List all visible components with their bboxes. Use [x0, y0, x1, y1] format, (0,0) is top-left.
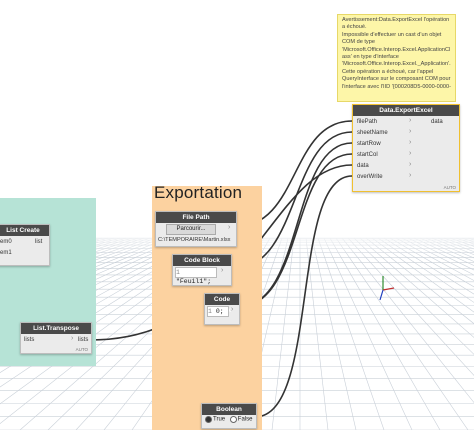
chevron-right-icon: › — [71, 335, 74, 342]
input-port-startrow[interactable]: startRow — [357, 141, 381, 147]
warning-line: a échoué. — [342, 24, 367, 31]
code-text: 0; — [215, 308, 224, 315]
input-port-filepath[interactable]: filePath — [357, 119, 378, 125]
chevron-right-icon: › — [409, 161, 412, 168]
warning-line: QueryInterface sur le composant COM pour — [342, 76, 451, 83]
chevron-right-icon: › — [248, 416, 251, 423]
output-port-data[interactable]: data — [431, 119, 443, 125]
chevron-right-icon: › — [409, 128, 412, 135]
warning-line: ass' en type d'interface — [342, 54, 399, 61]
radio-false[interactable] — [229, 416, 237, 423]
node-title: File Path — [156, 212, 236, 223]
node-title: Boolean — [202, 404, 256, 415]
axis-gizmo — [379, 276, 395, 301]
chevron-right-icon: › — [228, 224, 231, 231]
radio-label-true: True — [213, 416, 226, 423]
node-title: Data.ExportExcel — [353, 105, 459, 116]
chevron-right-icon: › — [409, 172, 412, 179]
node-export-excel[interactable]: Data.ExportExcel filePath › sheetName › … — [352, 104, 460, 192]
chevron-right-icon: › — [221, 267, 224, 274]
chevron-right-icon: › — [409, 139, 412, 146]
warning-line: 'Microsoft.Office.Interop.Excel.Applicat… — [342, 46, 451, 53]
line-number: 1 — [208, 308, 212, 315]
code-editor[interactable]: 1 "Feuil1"; — [175, 267, 217, 285]
warning-bubble[interactable]: Avertissement:Data.ExportExcel l'opérati… — [337, 14, 456, 102]
radio-true[interactable] — [205, 416, 212, 423]
warning-line: COM de type — [342, 39, 375, 46]
output-port-lists[interactable]: lists — [78, 337, 89, 343]
node-boolean[interactable]: Boolean True False › — [201, 403, 257, 429]
code-text: "Feuil1"; — [176, 278, 212, 285]
input-port-lists[interactable]: lists — [24, 337, 35, 343]
input-port-overwrite[interactable]: overWrite — [357, 174, 383, 180]
warning-line: Impossible d'effectuer un cast d'un obje… — [342, 31, 442, 38]
lacing-label: AUTO — [443, 185, 456, 190]
output-port-list[interactable]: list — [35, 239, 43, 245]
input-port-item0[interactable]: item0 — [0, 239, 12, 245]
code-editor[interactable]: 1 0; — [207, 306, 229, 317]
warning-line: Cette opération a échoué, car l'appel — [342, 68, 434, 75]
warning-line: 'Microsoft.Office.Interop.Excel._Applica… — [342, 61, 451, 68]
node-list-transpose[interactable]: List.Transpose lists › lists AUTO — [20, 322, 92, 354]
node-title: List Create — [0, 225, 49, 236]
input-port-startcol[interactable]: startCol — [357, 152, 378, 158]
line-number: 1 — [176, 269, 180, 276]
input-port-sheetname[interactable]: sheetName — [357, 130, 388, 136]
node-code-block-zero[interactable]: Code Block 1 0; › — [204, 293, 240, 325]
warning-line: Avertissement:Data.ExportExcel l'opérati… — [342, 17, 450, 23]
node-title: List.Transpose — [21, 323, 91, 334]
warning-line: l'interface avec l'IID '{000208D5-0000-0… — [342, 83, 451, 90]
group-exportation-title[interactable]: Exportation — [154, 183, 243, 202]
chevron-right-icon: › — [409, 150, 412, 157]
node-file-path[interactable]: File Path Parcourir... › C:\TEMPORAIRE\M… — [155, 211, 237, 247]
node-list-create[interactable]: List Create item0 item1 list — [0, 224, 50, 266]
browse-button[interactable]: Parcourir... — [166, 224, 216, 235]
lacing-label: AUTO — [75, 347, 88, 352]
chevron-right-icon: › — [231, 306, 234, 313]
node-code-block-sheet[interactable]: Code Block 1 "Feuil1"; › — [172, 254, 232, 286]
input-port-data[interactable]: data — [357, 163, 369, 169]
chevron-right-icon: › — [409, 117, 412, 124]
node-title: Code Block — [205, 294, 239, 314]
node-title: Code Block — [173, 255, 231, 266]
file-path-value: C:\TEMPORAIRE\Martin.xlsx — [158, 237, 231, 243]
radio-label-false: False — [237, 416, 253, 423]
input-port-item1[interactable]: item1 — [0, 250, 12, 256]
